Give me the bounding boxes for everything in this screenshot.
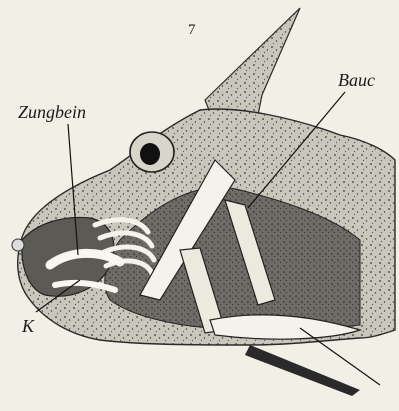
- label-k: K: [22, 316, 34, 337]
- figure-number: 7: [188, 22, 196, 39]
- nostril: [12, 239, 24, 251]
- label-bauc: Bauc: [338, 70, 375, 91]
- pupil: [140, 143, 160, 165]
- label-zungbein: Zungbein: [18, 102, 86, 123]
- lower-spine: [245, 345, 360, 396]
